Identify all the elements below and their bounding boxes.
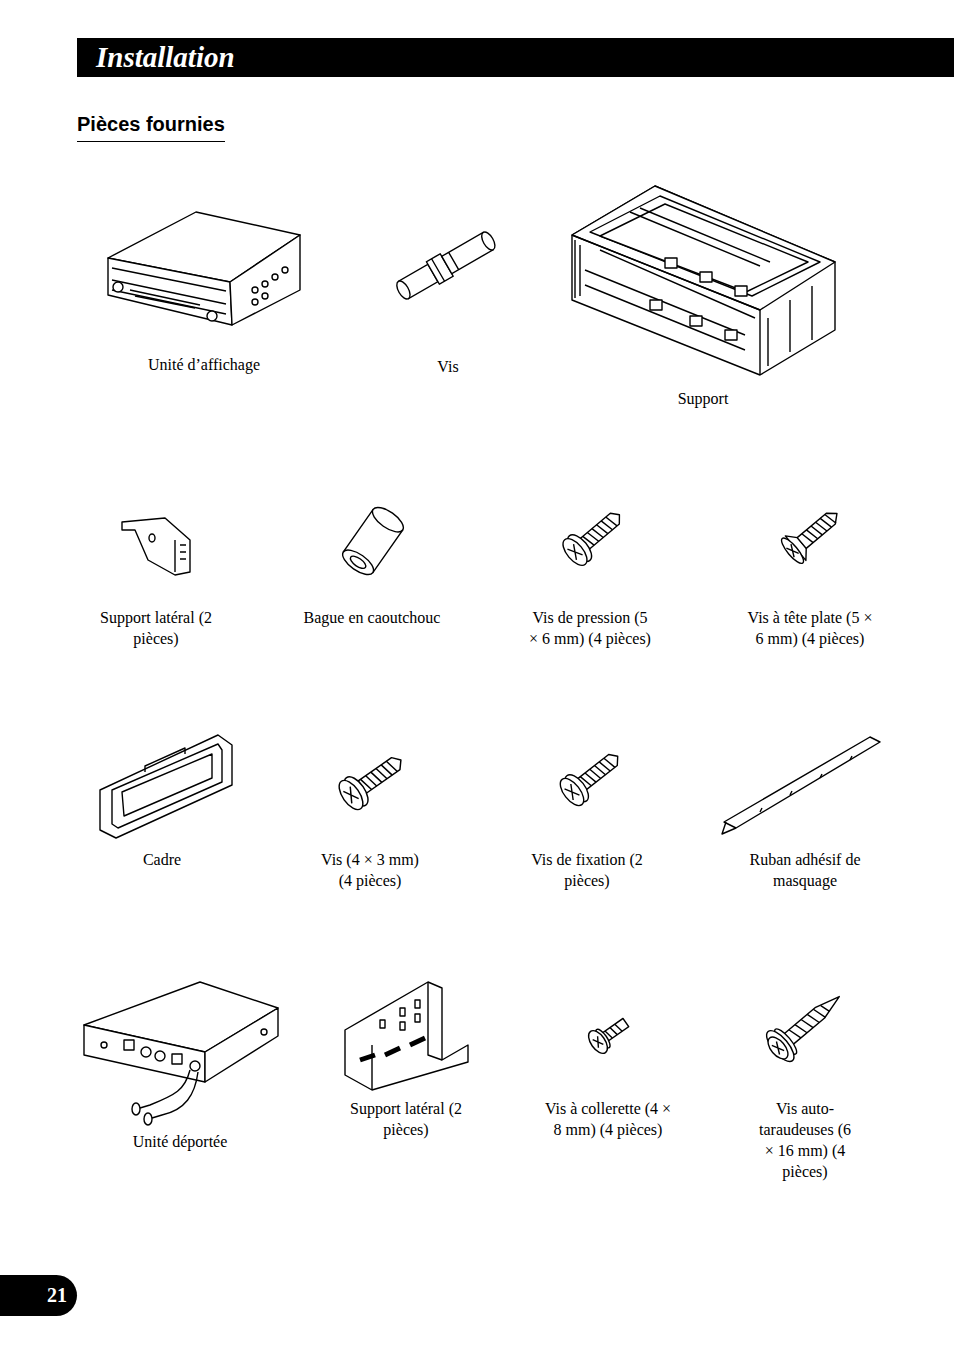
part-label: Support bbox=[653, 388, 753, 409]
remote-unit bbox=[84, 982, 278, 1125]
part-label: Vis de fixation (2 pièces) bbox=[525, 849, 649, 891]
part-label: Unité d’affichage bbox=[119, 354, 289, 375]
fixing-screw bbox=[556, 744, 628, 810]
masking-tape bbox=[722, 737, 880, 834]
part-label: Ruban adhésif de masquage bbox=[735, 849, 875, 891]
part-label: Support latéral (2 pièces) bbox=[341, 1098, 471, 1140]
part-label: Support latéral (2 pièces) bbox=[91, 607, 221, 649]
part-label: Vis bbox=[418, 356, 478, 377]
part-label: Vis de pression (5 × 6 mm) (4 pièces) bbox=[528, 607, 652, 649]
part-label: Vis auto- taraudeuses (6 × 16 mm) (4 piè… bbox=[755, 1098, 855, 1182]
part-label: Unité déportée bbox=[110, 1131, 250, 1152]
page-number: 21 bbox=[0, 1275, 77, 1316]
l-bracket bbox=[345, 982, 468, 1090]
mounting-sleeve bbox=[572, 186, 835, 375]
trim-frame bbox=[100, 735, 232, 838]
side-bracket bbox=[122, 518, 190, 575]
screw bbox=[393, 227, 500, 304]
part-label: Vis (4 × 3 mm) (4 pièces) bbox=[320, 849, 420, 891]
flat-head-screw bbox=[778, 501, 847, 566]
screw bbox=[334, 746, 410, 813]
part-label: Cadre bbox=[122, 849, 202, 870]
part-label: Vis à collerette (4 × 8 mm) (4 pièces) bbox=[544, 1098, 672, 1140]
page-title: Installation bbox=[96, 38, 235, 77]
part-label: Bague en caoutchouc bbox=[282, 607, 462, 628]
part-label: Vis à tête plate (5 × 6 mm) (4 pièces) bbox=[746, 607, 874, 649]
section-heading: Pièces fournies bbox=[77, 111, 225, 142]
rubber-bush bbox=[339, 503, 407, 579]
pressure-screw bbox=[559, 502, 630, 569]
page-number-tab: 21 bbox=[0, 1275, 77, 1316]
display-unit bbox=[108, 212, 300, 325]
self-tapping-screw bbox=[760, 982, 851, 1067]
flange-screw bbox=[585, 1012, 633, 1057]
